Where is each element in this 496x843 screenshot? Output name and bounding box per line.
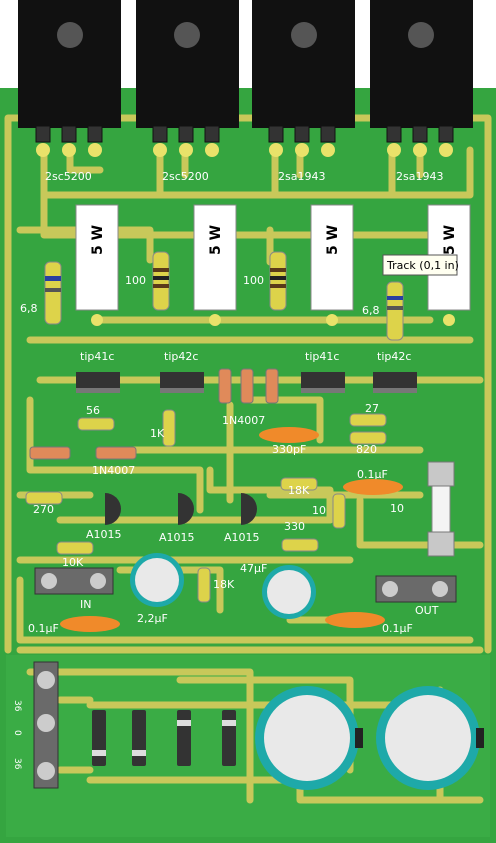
diodes: [29, 368, 279, 460]
q1-label: 2sc5200: [45, 170, 92, 183]
pin: [87, 125, 103, 143]
r330-label: 330: [284, 520, 305, 533]
pad: [387, 143, 401, 157]
pin: [294, 125, 310, 143]
pad: [153, 143, 167, 157]
driver1-label: tip41c: [80, 350, 114, 363]
pad: [269, 143, 283, 157]
power-resistors: 5 W 5 W 5 W 5 W: [75, 204, 471, 326]
mount-hole: [408, 22, 434, 48]
pad: [88, 143, 102, 157]
resistor-5w-1: [75, 204, 119, 311]
c01-label: 0.1µF: [357, 468, 388, 481]
r5w-label-4: 5 W: [442, 225, 458, 255]
a1015-3-label: A1015: [224, 531, 260, 544]
in-label: IN: [80, 598, 91, 611]
heatsink-1: [18, 0, 121, 128]
pin: [320, 125, 336, 143]
driver2-label: tip42c: [164, 350, 198, 363]
big-electrolytics: [255, 686, 484, 790]
r270-label: 270: [33, 503, 54, 516]
c22-label: 2,2µF: [137, 612, 168, 625]
rectifier-diodes: [92, 710, 236, 766]
pin: [204, 125, 220, 143]
r820-label: 820: [356, 443, 377, 456]
q2-label: 2sc5200: [162, 170, 209, 183]
c01c-label: 0.1µF: [382, 622, 413, 635]
pad: [321, 143, 335, 157]
r18k-label: 18K: [288, 484, 310, 497]
heatsink-3: [252, 0, 355, 128]
r10a-label: 10: [312, 504, 326, 517]
r68a-label: 6,8: [20, 302, 38, 315]
d2-label: 1N4007: [92, 464, 135, 477]
out-label: OUT: [415, 604, 439, 617]
power-terminal: [33, 661, 59, 789]
mount-hole: [291, 22, 317, 48]
pad: [62, 143, 76, 157]
d1-label: 1N4007: [222, 414, 265, 427]
pin: [178, 125, 194, 143]
vertical-resistors: [44, 251, 404, 341]
r5w-label-1: 5 W: [90, 225, 106, 255]
pin: [61, 125, 77, 143]
r100b-label: 100: [243, 274, 264, 287]
heatsink-4: [370, 0, 473, 128]
small-transistors: [105, 493, 257, 525]
fuse: [427, 461, 455, 557]
c330p-label: 330pF: [272, 443, 306, 456]
pin: [268, 125, 284, 143]
r27-label: 27: [365, 402, 379, 415]
r5w-label-2: 5 W: [208, 225, 224, 255]
a1015-1-label: A1015: [86, 528, 122, 541]
a1015-2-label: A1015: [159, 531, 195, 544]
c47-label: 47µF: [240, 562, 267, 575]
pwr-pin-1: 36: [12, 700, 22, 712]
pad: [413, 143, 427, 157]
pin: [386, 125, 402, 143]
driver4-label: tip42c: [377, 350, 411, 363]
pin: [152, 125, 168, 143]
in-terminal: [34, 567, 114, 595]
mid-resistors: [25, 409, 387, 603]
svg-text:Track (0,1 in): Track (0,1 in): [386, 259, 459, 272]
r10k-label: 10K: [62, 556, 84, 569]
r1k-label: 1K: [150, 427, 165, 440]
c01b-label: 0.1µF: [28, 622, 59, 635]
r5w-label-3: 5 W: [325, 225, 341, 255]
mount-hole: [57, 22, 83, 48]
pad: [439, 143, 453, 157]
r18kb-label: 18K: [213, 578, 235, 591]
r100a-label: 100: [125, 274, 146, 287]
pin: [438, 125, 454, 143]
heatsinks: [18, 0, 473, 128]
small-electrolytics: [130, 553, 316, 619]
heatsink-2: [136, 0, 239, 128]
out-terminal: [375, 575, 457, 603]
driver3-label: tip41c: [305, 350, 339, 363]
mount-hole: [174, 22, 200, 48]
r56-label: 56: [86, 404, 100, 417]
film-caps: [60, 427, 403, 632]
pad: [205, 143, 219, 157]
pad: [295, 143, 309, 157]
q4-label: 2sa1943: [396, 170, 443, 183]
resistor-5w-2: [193, 204, 237, 311]
pwr-pin-3: 36: [12, 758, 22, 770]
track-tooltip: Track (0,1 in): [382, 254, 459, 276]
pad: [36, 143, 50, 157]
r68b-label: 6,8: [362, 304, 380, 317]
pad: [179, 143, 193, 157]
resistor-5w-3: [310, 204, 354, 311]
pin: [412, 125, 428, 143]
pin: [35, 125, 51, 143]
driver-packages: [76, 372, 417, 393]
r10b-label: 10: [390, 502, 404, 515]
pwr-pin-2: 0: [12, 730, 22, 736]
q3-label: 2sa1943: [278, 170, 325, 183]
